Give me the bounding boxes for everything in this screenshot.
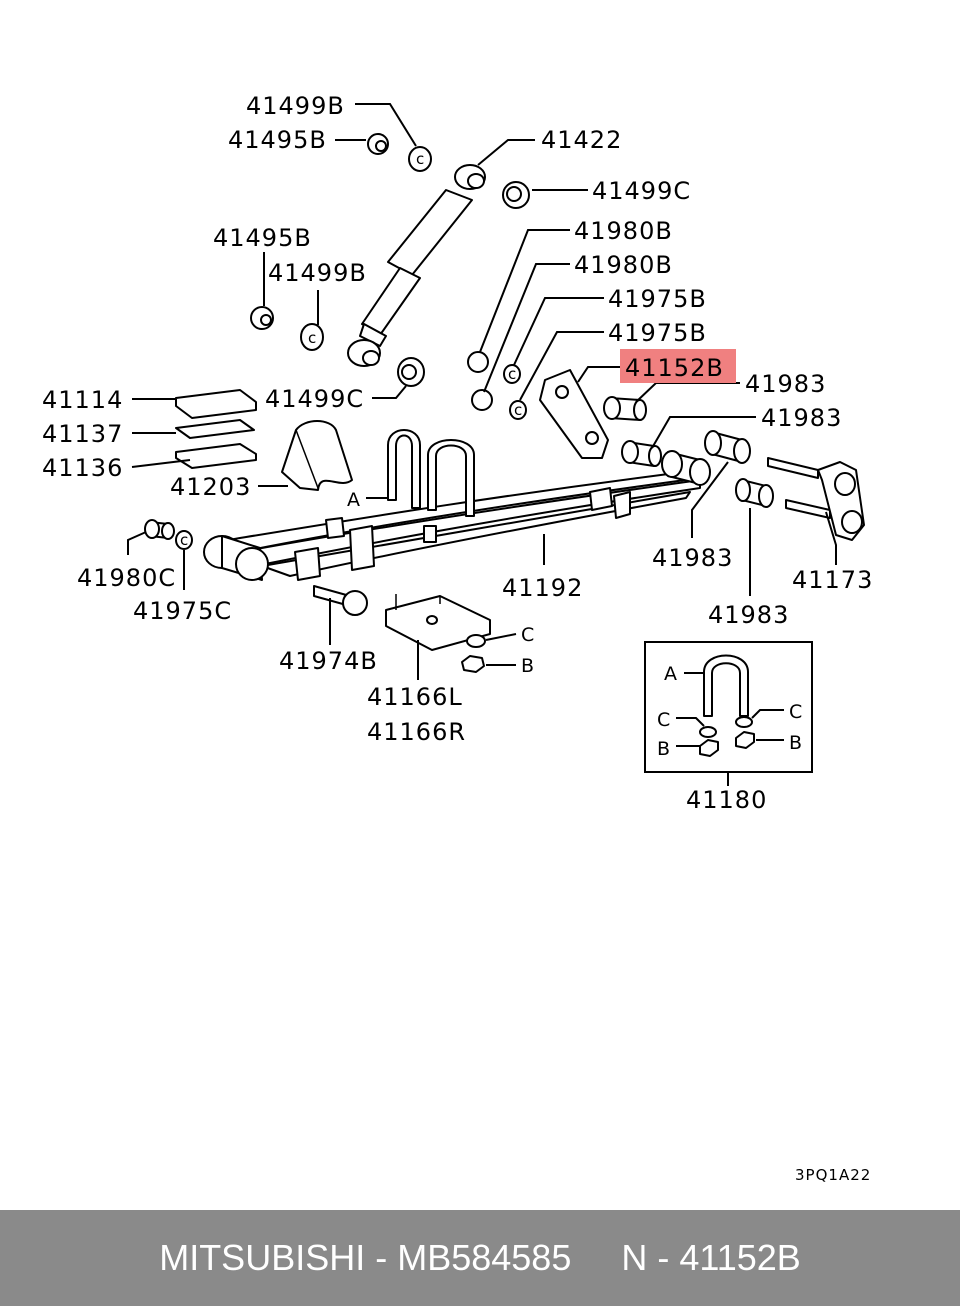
svg-text:c: c [514,401,523,419]
spring-seat-41166[interactable] [385,594,491,651]
bushing-41980B-2[interactable] [471,389,493,411]
bolt-41974B[interactable] [313,585,368,616]
shackle-41173[interactable] [767,457,865,541]
bushing-41983-3[interactable] [704,430,751,464]
label-kit-C-right: C [789,701,802,723]
label-41495B-top: 41495B [228,126,327,154]
label-41499C-mid: 41499C [265,385,364,413]
parts-diagram: c c c c [42,92,873,1184]
labels: 41499B 41495B 41422 41499C 41980B 41495B… [42,92,873,1184]
label-41983-2: 41983 [761,404,842,432]
pin-41983-2[interactable] [621,440,662,467]
label-kit-B-left: B [657,738,670,760]
label-41975C: 41975C [133,597,232,625]
label-41422: 41422 [541,126,622,154]
label-B: B [521,655,534,677]
footer-part-number: N - 41152B [621,1237,801,1278]
label-41137: 41137 [42,420,123,448]
svg-text:c: c [180,531,189,549]
label-41499B-top: 41499B [246,92,345,120]
label-41499C-top: 41499C [592,177,691,205]
svg-text:c: c [308,329,317,347]
svg-text:c: c [416,150,425,168]
label-41975B-2: 41975B [608,319,707,347]
label-41499B-mid: 41499B [268,259,367,287]
bushing-41499B-mid[interactable]: c [300,323,324,351]
highlight-box [620,349,736,383]
washer-41975C[interactable]: c [175,530,193,550]
footer-brand-part: MITSUBISHI - MB584585 [159,1237,572,1278]
label-41152B: 41152B [625,354,724,382]
bump-stopper-41203[interactable] [281,420,353,491]
label-41495B-mid: 41495B [213,224,312,252]
label-A: A [347,489,360,511]
nut-41495B-mid[interactable] [250,306,274,330]
label-41203: 41203 [170,473,251,501]
bushing-41983-4[interactable] [735,478,774,508]
bushing-41499C-top[interactable] [502,181,530,209]
label-kit-B-right: B [789,732,802,754]
label-41173: 41173 [792,566,873,594]
label-41980C: 41980C [77,564,176,592]
svg-text:c: c [508,365,517,383]
shock-absorber[interactable] [347,164,486,367]
label-41180: 41180 [686,786,767,814]
washer-41975B-2[interactable]: c [509,400,527,420]
label-41983-4: 41983 [708,601,789,629]
label-41983-1: 41983 [745,370,826,398]
nut-41495B-top[interactable] [367,133,389,155]
bushing-41980B-1[interactable] [467,351,489,373]
label-41980B-1: 41980B [574,217,673,245]
bushing-41499B-top[interactable]: c [408,146,432,172]
shackle-plate-41152B[interactable] [539,369,609,459]
bushing-41980C[interactable] [144,519,175,540]
spring-pad-plates[interactable] [175,389,257,469]
label-41980B-2: 41980B [574,251,673,279]
diagram-code: 3PQ1A22 [795,1166,871,1184]
label-41983-3: 41983 [652,544,733,572]
pin-41983-1[interactable] [603,396,647,421]
label-41974B: 41974B [279,647,378,675]
u-bolt-A[interactable] [387,429,475,517]
footer-bar: MITSUBISHI - MB584585 N - 41152B [0,1210,960,1306]
u-bolt-kit-41180[interactable] [644,641,813,773]
washer-C[interactable] [466,634,486,648]
label-41136: 41136 [42,454,123,482]
label-kit-A: A [664,663,677,685]
label-C: C [521,624,534,646]
label-kit-C-left: C [657,709,670,731]
label-41192: 41192 [502,574,583,602]
bushing-41499C-mid[interactable] [397,357,425,387]
washer-41975B-1[interactable]: c [503,364,521,384]
nut-B[interactable] [461,655,485,673]
label-41114: 41114 [42,386,123,414]
leaf-spring-41192[interactable] [203,450,711,581]
label-41166L: 41166L [367,683,463,711]
label-41166R: 41166R [367,718,466,746]
label-41975B-1: 41975B [608,285,707,313]
